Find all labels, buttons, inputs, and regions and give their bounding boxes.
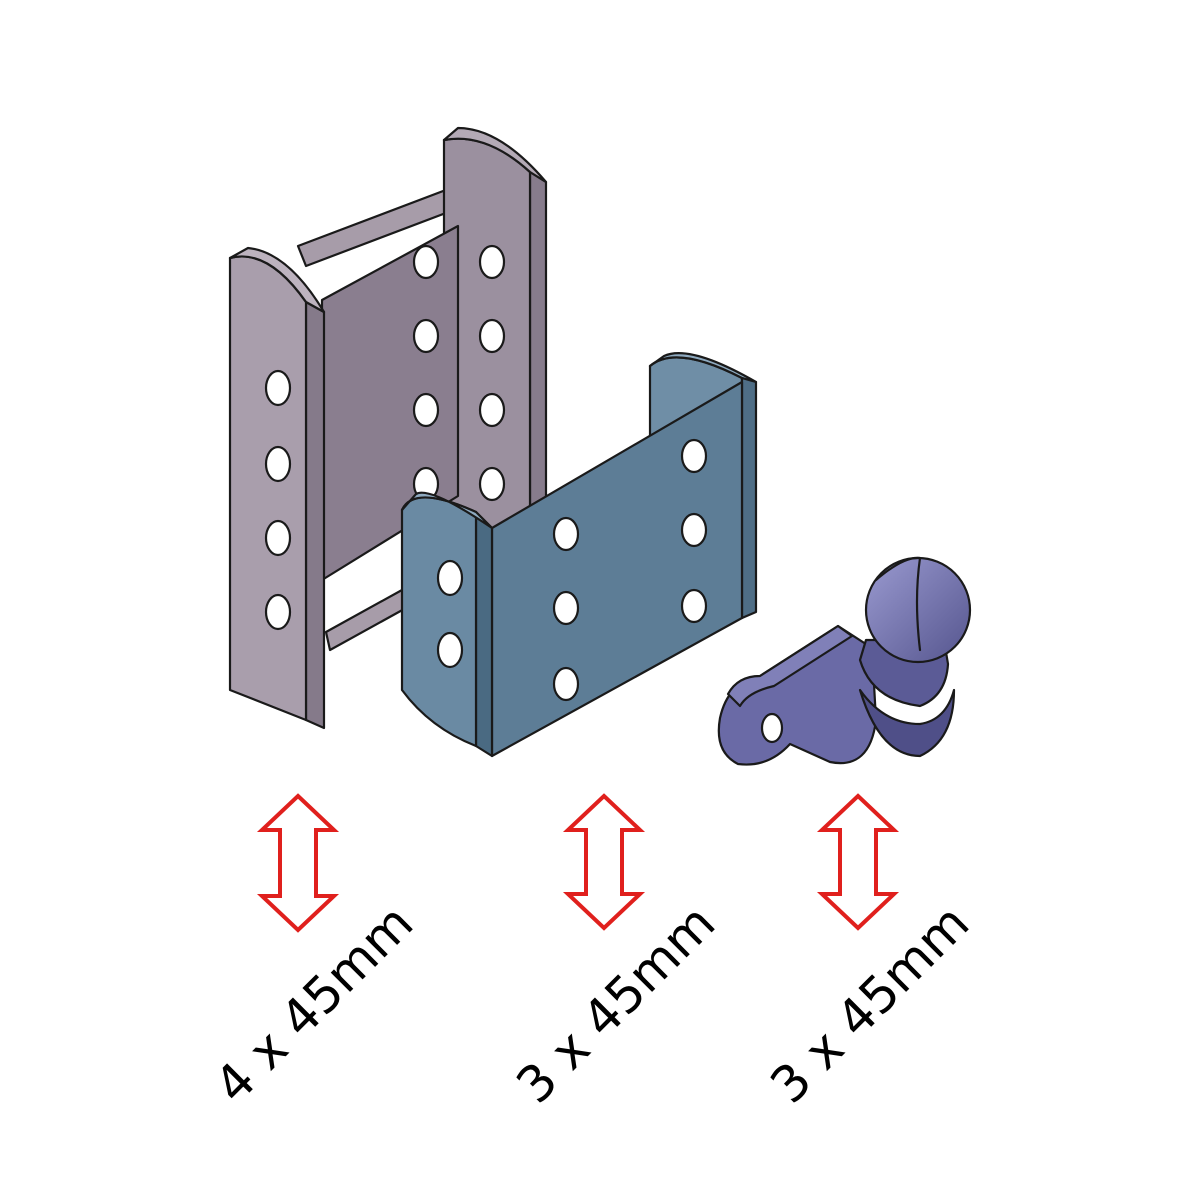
arrow-up-down-icon xyxy=(256,793,340,933)
arrow-up-down-icon xyxy=(816,793,900,931)
mounting-plate xyxy=(400,352,758,758)
arrow-up-down-icon xyxy=(562,793,646,931)
front-plate-edge xyxy=(304,300,326,730)
label-vertical-bracket: 4 x 45mm xyxy=(203,894,424,1115)
back-plate-holes xyxy=(412,244,506,502)
front-plate xyxy=(228,255,308,722)
front-flange xyxy=(400,496,478,748)
mounting-plate-holes xyxy=(436,438,708,702)
vertical-bracket xyxy=(228,126,548,730)
back-plate-edge xyxy=(528,170,548,532)
front-plate-holes xyxy=(264,369,292,631)
dimension-labels: 4 x 45mm 3 x 45mm 3 x 45mm xyxy=(203,894,980,1115)
dimension-arrows xyxy=(256,793,900,933)
bottom-rod xyxy=(324,588,408,652)
label-mounting-plate: 3 x 45mm xyxy=(505,894,726,1115)
tow-ball-hole xyxy=(760,712,784,744)
label-tow-ball: 3 x 45mm xyxy=(759,894,980,1115)
tow-ball xyxy=(717,556,972,766)
